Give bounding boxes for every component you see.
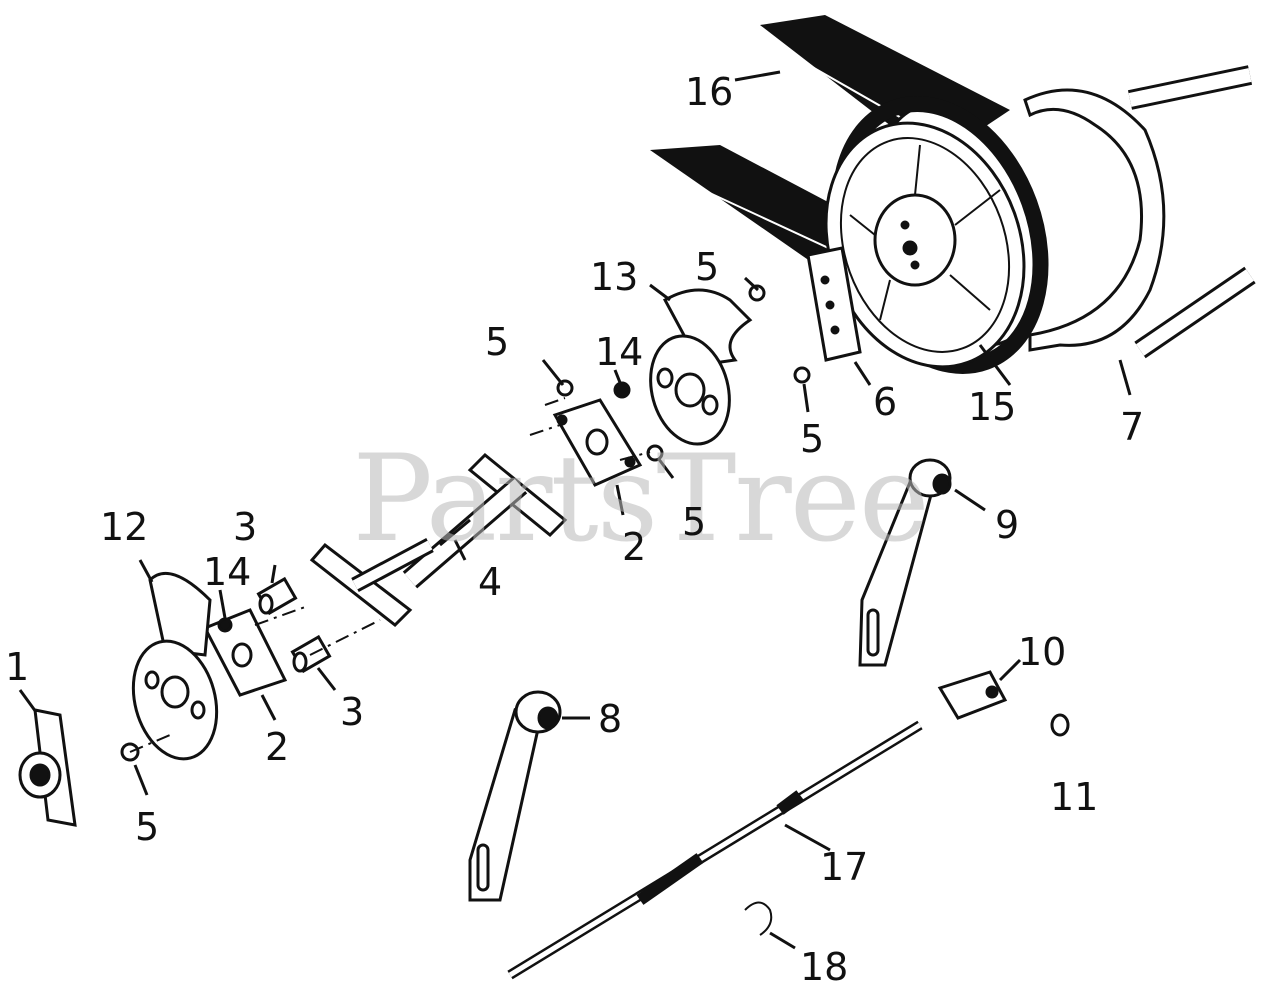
spring-14-b bbox=[217, 617, 233, 633]
callout-5-pulley: 5 bbox=[800, 417, 824, 461]
callout-2-lower: 2 bbox=[265, 725, 289, 769]
mounting-plate-part-6 bbox=[806, 246, 862, 362]
callout-1: 1 bbox=[5, 645, 29, 689]
callout-10: 10 bbox=[1018, 630, 1066, 674]
fasteners bbox=[120, 284, 811, 762]
screw-5-d bbox=[793, 366, 811, 384]
callout-12: 12 bbox=[100, 505, 148, 549]
callout-14-lower: 14 bbox=[203, 550, 251, 594]
callout-14-upper: 14 bbox=[595, 330, 643, 374]
callout-5-mid: 5 bbox=[485, 320, 509, 364]
belt-guard-part-7 bbox=[1023, 65, 1256, 359]
callout-5-bottom: 5 bbox=[135, 805, 159, 849]
bushing-part-3-upper bbox=[256, 576, 298, 616]
callout-2-upper: 2 bbox=[622, 525, 646, 569]
plate-part-2-upper bbox=[552, 398, 643, 487]
callout-labels: 16 13 5 5 14 5 2 6 15 7 5 9 4 12 3 14 3 … bbox=[5, 70, 1144, 989]
fan-blade-part-12 bbox=[131, 571, 219, 761]
center-lines bbox=[129, 397, 651, 753]
callout-18: 18 bbox=[800, 945, 848, 989]
control-rod-part-17 bbox=[507, 720, 923, 980]
spring-14-a bbox=[613, 381, 631, 399]
nut-part-11 bbox=[1050, 713, 1070, 737]
callout-7: 7 bbox=[1120, 405, 1144, 449]
lever-arm-part-9 bbox=[858, 458, 952, 667]
screw-5-a bbox=[748, 284, 766, 302]
fan-blade-part-13 bbox=[649, 288, 753, 446]
callout-5-right: 5 bbox=[682, 500, 706, 544]
watermark-text: PartsTree bbox=[352, 430, 928, 569]
bearing-part-1 bbox=[18, 708, 77, 827]
leader-lines bbox=[18, 70, 1132, 950]
clip-part-18 bbox=[744, 901, 773, 936]
callout-16: 16 bbox=[685, 70, 733, 114]
callout-15: 15 bbox=[968, 385, 1016, 429]
callout-3-upper: 3 bbox=[233, 505, 257, 549]
callout-9: 9 bbox=[995, 503, 1019, 547]
callout-8: 8 bbox=[598, 697, 622, 741]
callout-6: 6 bbox=[873, 380, 897, 424]
callout-5-top: 5 bbox=[695, 245, 719, 289]
pulley-part-15 bbox=[824, 96, 1049, 374]
lever-arm-part-8 bbox=[468, 690, 562, 902]
callout-4: 4 bbox=[478, 560, 502, 604]
plate-part-2-lower bbox=[202, 608, 288, 697]
shaft-part-4 bbox=[309, 452, 568, 628]
callout-17: 17 bbox=[820, 845, 868, 889]
callout-13: 13 bbox=[590, 255, 638, 299]
callout-3-lower: 3 bbox=[340, 690, 364, 734]
callout-11: 11 bbox=[1050, 775, 1098, 819]
screw-5-c bbox=[646, 444, 664, 462]
bracket-part-10 bbox=[937, 670, 1008, 720]
